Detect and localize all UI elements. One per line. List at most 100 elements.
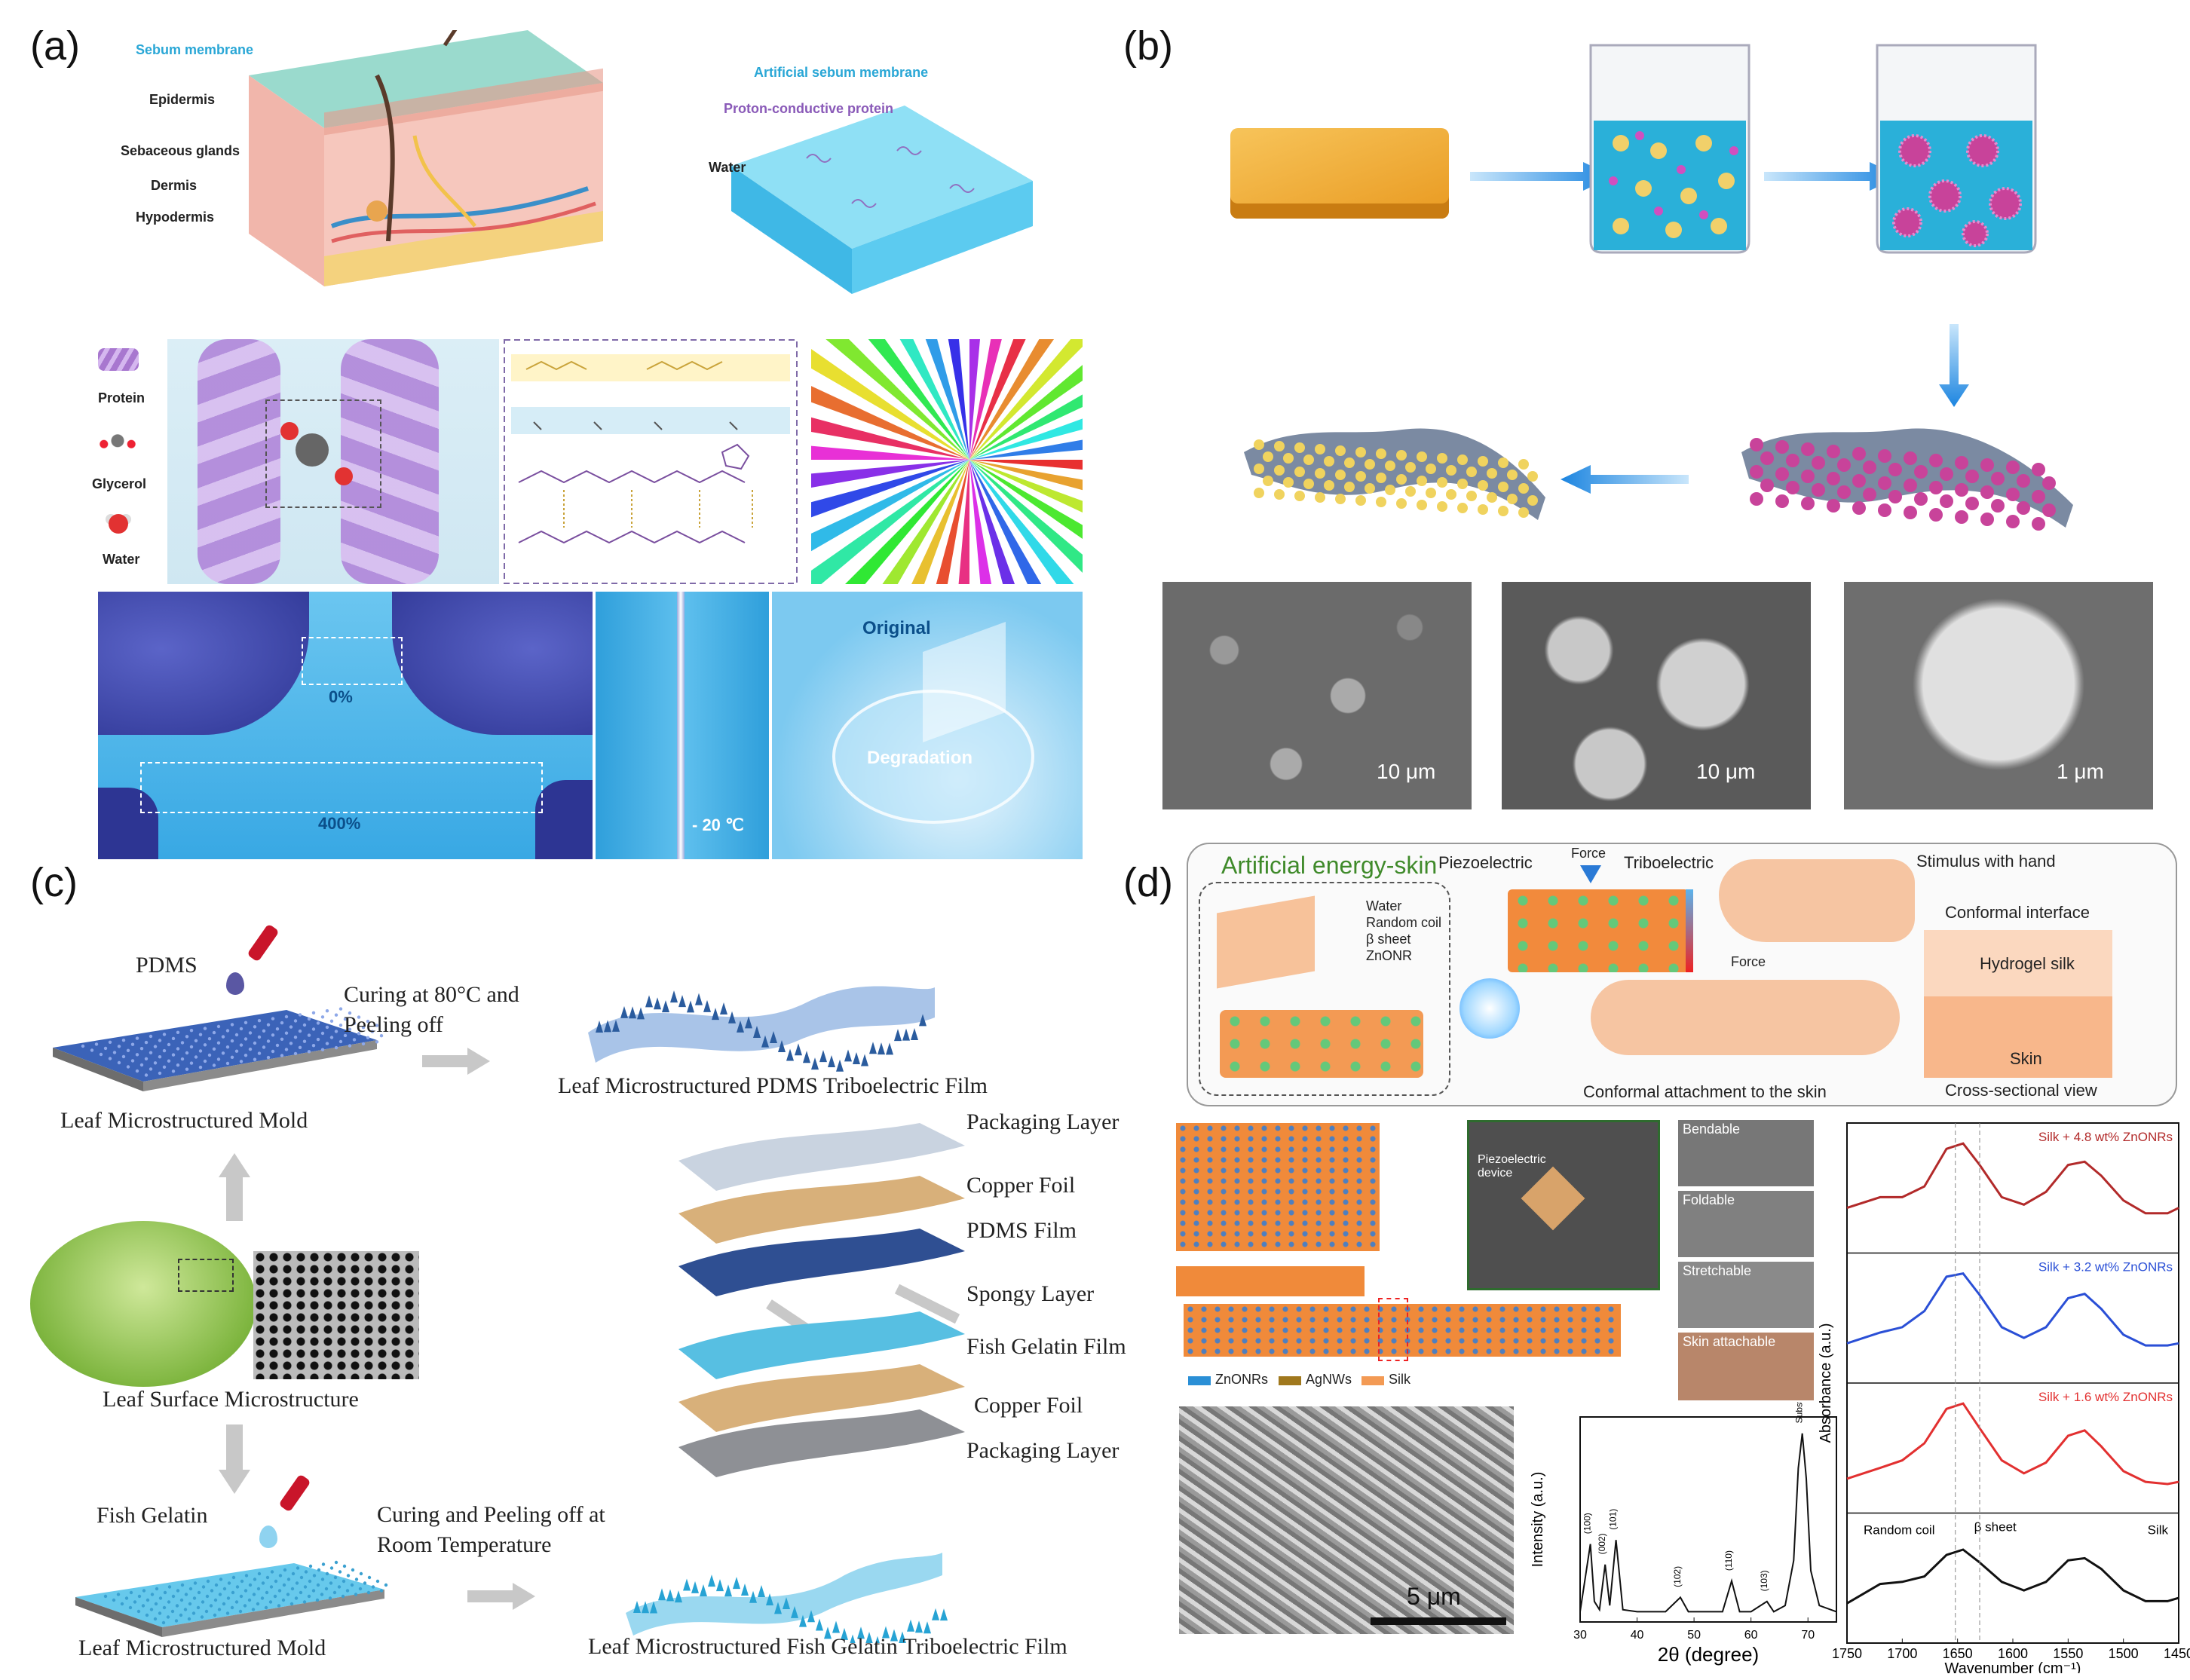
xrd-peak-annotation: (100) [1582,1513,1593,1534]
sem-image-2 [1502,582,1811,809]
xrd-peak-annotation: (002) [1597,1533,1607,1554]
arrow-right-c1 [422,1055,467,1067]
legend-znonrs: ZnONRs [1215,1372,1269,1387]
panel-a-letter: (a) [30,23,80,69]
xrd-series-line [1579,1433,1837,1613]
mold-label-1: Leaf Microstructured Mold [60,1108,308,1133]
ftir-series-label: Silk + 1.6 wt% ZnONRs [2038,1390,2173,1404]
ftir-xtick-label: 1700 [1887,1646,1917,1661]
arrow-right-c2-head [513,1583,535,1610]
legend-znonrs-swatch [1188,1376,1211,1385]
degradation-photo [772,592,1083,859]
device-zoom-box [1378,1298,1408,1361]
ftir-series-line [1846,1271,2179,1347]
process-arrows-b [1470,162,1969,494]
sem-image-3 [1844,582,2153,809]
xrd-ylabel: Intensity (a.u.) [1530,1472,1546,1568]
forearm-image [1591,980,1900,1055]
piezo-device-label: Piezoelectric device [1478,1153,1546,1180]
xrd-peak-annotation: (110) [1723,1550,1734,1571]
hydrogen-bond-structure [504,339,798,584]
panel-d-letter: (d) [1123,860,1173,905]
xrd-xlabel: 2θ (degree) [1658,1643,1759,1666]
xrd-xtick-label: 30 [1573,1629,1587,1642]
pdms-drop-icon [226,972,244,995]
inset-legend-coil: Random coil [1366,915,1442,930]
ftir-xtick-label: 1600 [1998,1646,2028,1661]
lotus-leaf-image [30,1221,256,1387]
beaker-nanoparticles [1589,44,1750,254]
ftir-xtick-label: 1750 [1832,1646,1862,1661]
photo-bendable-label: Bendable [1683,1122,1741,1137]
force-arrow-icon [1580,865,1601,883]
inset-block-image [1220,1010,1423,1078]
layer-label-copper-top: Copper Foil [966,1173,1076,1198]
ftir-series-label: Silk [2148,1523,2169,1538]
pdms-label: PDMS [136,953,198,978]
artificial-label-sebum: Artificial sebum membrane [754,65,929,80]
ftir-xtick-label: 1500 [2109,1646,2139,1661]
legend-agnws-swatch [1279,1376,1301,1385]
film-flower-particles [1741,428,2073,531]
attachment-label: Conformal attachment to the skin [1583,1082,1827,1101]
tribo-label: Triboelectric [1624,853,1714,872]
ftir-series-line [1846,1548,2179,1605]
xrd-xtick-label: 70 [1801,1629,1815,1642]
legend-protein: Protein [98,390,145,405]
piezo-label: Piezoelectric [1438,853,1533,872]
stretch-400-label: 400% [318,814,361,833]
inset-legend-sheet: β sheet [1366,932,1411,947]
ftir-series-line [1846,1142,2179,1215]
sem-image-1 [1162,582,1472,809]
ftir-series-label: Silk + 3.2 wt% ZnONRs [2038,1260,2173,1275]
hydrogel-label: Hydrogel silk [1980,954,2075,973]
ftir-series-label: Silk + 4.8 wt% ZnONRs [2038,1130,2173,1144]
pdms-dropper-icon [247,923,280,962]
layer-label-copper-bottom: Copper Foil [974,1393,1083,1418]
device-3d-bottom [1184,1304,1621,1357]
water-icon [109,514,128,534]
skin-label: Skin [2010,1049,2042,1068]
fish-gelatin-label: Fish Gelatin [96,1503,208,1528]
cross-section-label: Cross-sectional view [1945,1081,2097,1100]
ftir-xlabel: Wavenumber (cm⁻¹) [1945,1660,2081,1673]
skin-label-epidermis: Epidermis [149,92,216,107]
xrd-peak-annotation: Substrate [1794,1402,1805,1423]
photo-foldable [1678,1191,1814,1257]
leaf-microstructure-sem [253,1251,419,1379]
photo-foldable-label: Foldable [1683,1192,1735,1207]
skin-label-hypodermis: Hypodermis [136,210,215,225]
arrow-down-c-head [219,1470,250,1494]
photo-stretchable [1678,1262,1814,1328]
artificial-sebum-illustration [731,106,1033,294]
temperature-label: - 20 ℃ [692,816,744,834]
force2-label: Force [1731,954,1766,969]
skin-label-glands: Sebaceous glands [121,143,240,158]
energy-skin-title: Artificial energy-skin [1221,852,1438,879]
skin-label-dermis: Dermis [151,178,198,193]
degradation-label: Degradation [867,748,973,768]
ftir-ylabel: Absorbance (a.u.) [1818,1323,1834,1443]
leaf-mold-1 [53,1007,384,1091]
ftir-xtick-label: 1650 [1943,1646,1973,1661]
curing-label-2: Curing and Peeling off at Room Temperatu… [377,1502,605,1557]
device-3d-top [1176,1123,1380,1251]
skin-label-sebum: Sebum membrane [136,42,254,57]
mold-label-2: Leaf Microstructured Mold [78,1636,326,1660]
inset-legend-znonr: ZnONR [1366,948,1413,963]
color-fan-image [811,339,1083,584]
xrd-xtick-label: 50 [1687,1629,1701,1642]
hydrogel-skin-cross-section [1924,930,2112,1078]
photo-stretchable-label: Stretchable [1683,1263,1752,1278]
silk-block-image [1230,128,1449,219]
ftir-xtick-label: 1450 [2164,1646,2190,1661]
leaf-mold-2 [75,1560,388,1637]
arrow-up-c-head [219,1153,250,1177]
beaker-flower-particles [1876,44,2037,254]
curing-label-1: Curing at 80°C and Peeling off [344,982,519,1037]
photo-bendable [1678,1120,1814,1186]
stretch-0-label: 0% [329,687,353,706]
layer-label-spongy: Spongy Layer [966,1281,1095,1306]
